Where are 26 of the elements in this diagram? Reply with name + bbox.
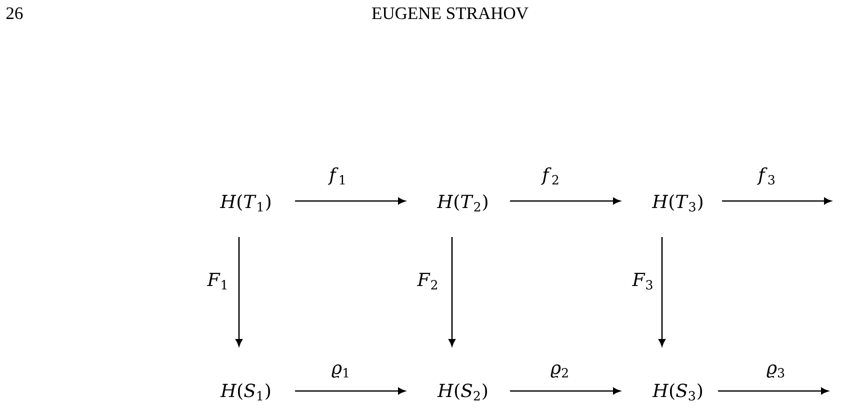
page-number: 26 [6, 7, 23, 20]
edge-label: ϱ$_{2}$ [550, 364, 568, 378]
arrow [295, 388, 406, 394]
math-term: H(S$_{1}$) [220, 383, 270, 400]
math-term: H(S$_{2}$) [437, 383, 488, 400]
arrow [236, 237, 242, 346]
arrow [658, 237, 666, 346]
edge-label: ϱ$_{3}$ [766, 364, 784, 378]
math-term: H(T$_{1}$) [220, 194, 270, 212]
edge-label: F$_{2}$ [416, 272, 438, 290]
arrow [510, 388, 620, 394]
arrow [718, 388, 828, 394]
edge-label: f$_{3}$ [757, 167, 774, 185]
edge-label: ϱ$_{1}$ [332, 364, 348, 378]
edge-label: f$_{2}$ [540, 167, 558, 185]
edge-label: F$_{3}$ [632, 272, 652, 290]
arrow [448, 237, 456, 346]
running-head: EUGENE STRAHOV [372, 7, 528, 20]
edge-label: f$_{1}$ [328, 167, 345, 185]
arrow [295, 198, 406, 204]
math-term: H(T$_{2}$) [436, 194, 488, 212]
math-term: H(T$_{3}$) [652, 194, 702, 212]
arrow [722, 198, 832, 204]
edge-label: F$_{1}$ [206, 272, 226, 290]
math-term: H(S$_{3}$) [652, 383, 702, 401]
arrow [510, 198, 620, 204]
